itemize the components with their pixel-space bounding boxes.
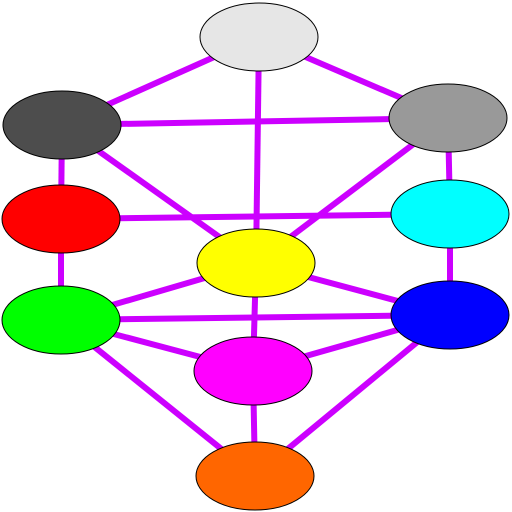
edge-darkgray-gray: [61, 115, 449, 128]
node-blue: [390, 280, 510, 350]
node-red: [1, 184, 121, 254]
node-green: [1, 285, 121, 355]
node-orange: [195, 441, 315, 511]
node-yellow: [196, 228, 316, 298]
edge-lightgray-yellow: [253, 36, 262, 264]
node-darkgray: [2, 90, 122, 160]
edge-green-blue: [60, 312, 451, 323]
node-cyan: [390, 179, 510, 249]
edge-red-cyan: [60, 211, 451, 222]
node-gray: [388, 83, 508, 153]
node-magenta: [193, 336, 313, 406]
node-lightgray: [199, 2, 319, 72]
